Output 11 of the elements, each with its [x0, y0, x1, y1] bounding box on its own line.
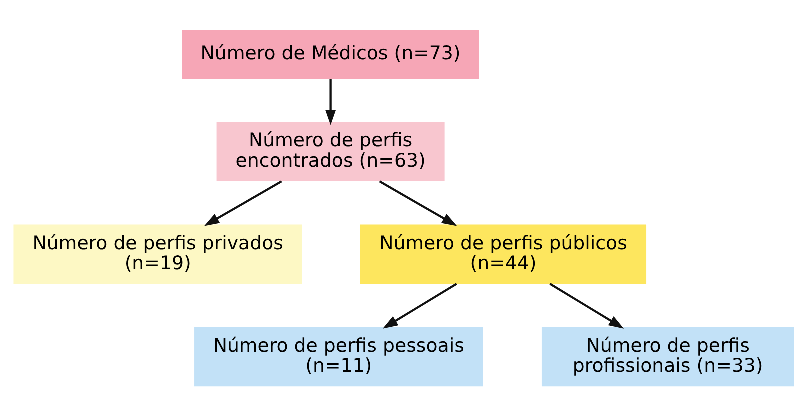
- node-box: Número de perfis pessoais (n=11): [194, 327, 484, 387]
- arrow: [326, 79, 336, 126]
- arrow: [379, 180, 458, 226]
- arrow: [550, 283, 624, 329]
- node-box: Número de perfis privados (n=19): [14, 224, 302, 284]
- node-box: Número de perfis públicos (n=44): [360, 224, 647, 284]
- node-box: Número de perfis encontrados (n=63): [216, 122, 445, 182]
- node-box: Número de Médicos (n=73): [182, 30, 480, 79]
- node-box: Número de perfis profissionais (n=33): [542, 327, 794, 387]
- arrow: [204, 180, 282, 226]
- arrow: [382, 283, 458, 329]
